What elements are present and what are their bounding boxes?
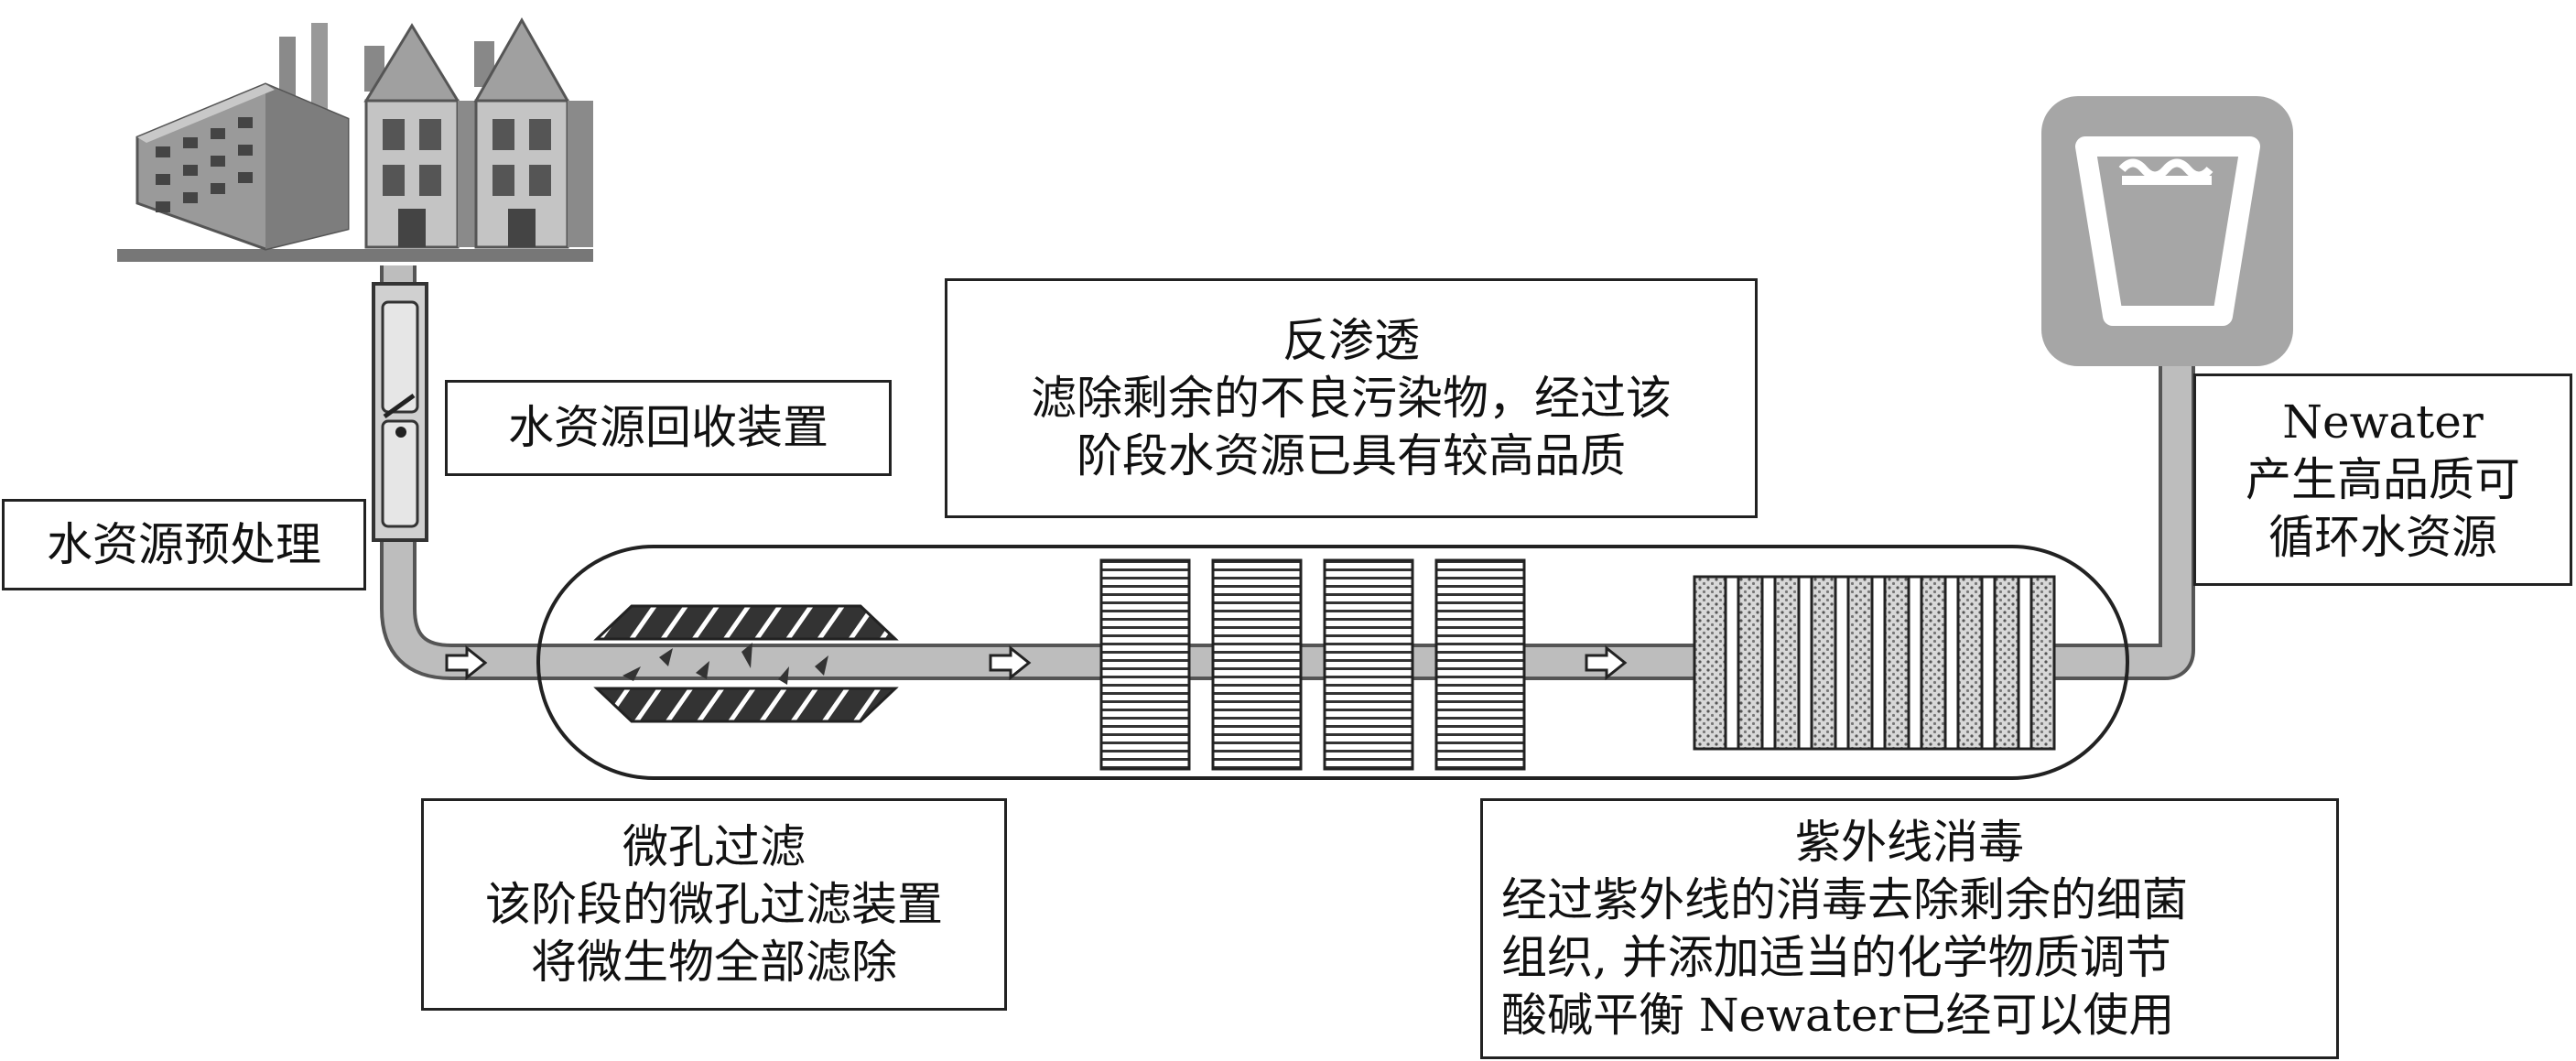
house-icon bbox=[363, 23, 485, 249]
house-icon bbox=[473, 16, 593, 249]
ro-line1: 滤除剩余的不良污染物，经过该 bbox=[1031, 371, 1672, 425]
ro-title: 反渗透 bbox=[1283, 313, 1420, 367]
micro-line2: 将微生物全部滤除 bbox=[531, 935, 897, 989]
flow-arrow-icon bbox=[445, 644, 488, 681]
ro-line2: 阶段水资源已具有较高品质 bbox=[1077, 428, 1626, 482]
ro-membrane-unit bbox=[1099, 558, 1526, 771]
recovery-text: 水资源回收装置 bbox=[508, 401, 828, 454]
uv-label: 紫外线消毒 经过紫外线的消毒去除剩余的细菌 组织, 并添加适当的化学物质调节 酸… bbox=[1480, 798, 2339, 1059]
flow-arrow-icon bbox=[1585, 644, 1628, 681]
uv-line3: 酸碱平衡 Newater已经可以使用 bbox=[1501, 988, 2175, 1042]
ground-line bbox=[117, 249, 593, 262]
factory-icon bbox=[135, 23, 350, 251]
newater-line1: 产生高品质可 bbox=[2246, 452, 2520, 506]
ro-label: 反渗透 滤除剩余的不良污染物，经过该 阶段水资源已具有较高品质 bbox=[945, 278, 1758, 518]
treatment-enclosure bbox=[536, 545, 2129, 780]
micro-label: 微孔过滤 该阶段的微孔过滤装置 将微生物全部滤除 bbox=[421, 798, 1007, 1011]
newater-title: Newater bbox=[2282, 395, 2484, 449]
newater-label: Newater 产生高品质可 循环水资源 bbox=[2193, 374, 2572, 586]
uv-title: 紫外线消毒 bbox=[1795, 815, 2024, 869]
pretreat-label: 水资源预处理 bbox=[2, 499, 366, 590]
micro-filter-unit bbox=[593, 604, 899, 723]
pretreat-text: 水资源预处理 bbox=[47, 517, 321, 571]
micro-line1: 该阶段的微孔过滤装置 bbox=[485, 877, 943, 931]
uv-line1: 经过紫外线的消毒去除剩余的细菌 bbox=[1501, 872, 2188, 926]
newater-line2: 循环水资源 bbox=[2268, 510, 2497, 564]
flow-arrow-icon bbox=[989, 644, 1032, 681]
water-cup-icon bbox=[2041, 96, 2293, 366]
recovery-label: 水资源回收装置 bbox=[445, 380, 892, 476]
uv-unit bbox=[1693, 575, 2056, 751]
micro-title: 微孔过滤 bbox=[622, 819, 806, 873]
recovery-device bbox=[372, 282, 428, 542]
uv-line2: 组织, 并添加适当的化学物质调节 bbox=[1501, 930, 2171, 984]
